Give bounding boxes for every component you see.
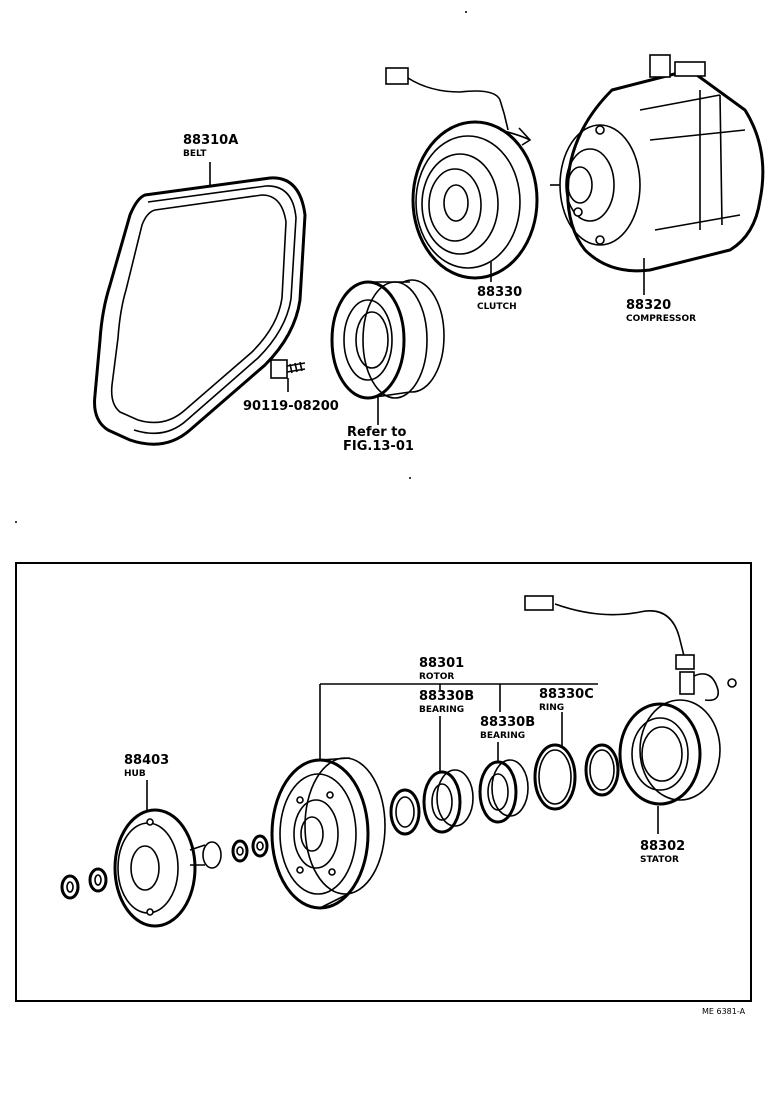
ring-part-number: 88330C (539, 687, 594, 702)
hub-drawing (113, 808, 222, 928)
pulley-reference-line2: FIG.13-01 (343, 439, 414, 454)
belt-part-name: BELT (183, 149, 207, 159)
figure-code: ME 6381-A (702, 1007, 746, 1016)
top-leader-lines (209, 162, 645, 425)
bolt-part-number: 90119-08200 (243, 399, 339, 414)
speck (15, 521, 17, 523)
bolt-drawing (270, 359, 306, 379)
pulley-reference-line1: Refer to (347, 425, 406, 440)
pulley-drawing (330, 279, 445, 400)
snap-ring-2-drawing (584, 743, 620, 797)
bearing-2-drawing (478, 759, 529, 824)
detail-box-frame (15, 562, 752, 1002)
bearing-1-part-number: 88330B (419, 689, 474, 704)
belt-part-number: 88310A (183, 133, 238, 148)
compressor-part-name: COMPRESSOR (626, 314, 696, 324)
rotor-part-number: 88301 (419, 656, 464, 671)
bottom-leader-lines (146, 683, 659, 834)
rotor-drawing (270, 757, 386, 910)
rotor-part-name: ROTOR (419, 672, 454, 682)
bearing-1-drawing (422, 769, 474, 834)
hub-part-name: HUB (124, 769, 146, 779)
compressor-drawing (550, 54, 765, 273)
clutch-part-name: CLUTCH (477, 302, 517, 312)
clutch-drawing (385, 67, 539, 280)
hub-part-number: 88403 (124, 753, 169, 768)
stator-part-number: 88302 (640, 839, 685, 854)
stator-drawing (524, 595, 737, 806)
belt-drawing (93, 176, 307, 446)
bearing-1-part-name: BEARING (419, 705, 464, 715)
ring-part-name: RING (539, 703, 564, 713)
stator-part-name: STATOR (640, 855, 679, 865)
ring-drawing (533, 743, 577, 811)
bearing-2-part-number: 88330B (480, 715, 535, 730)
bearing-2-part-name: BEARING (480, 731, 525, 741)
snap-ring-drawing (389, 788, 421, 836)
clutch-part-number: 88330 (477, 285, 522, 300)
compressor-part-number: 88320 (626, 298, 671, 313)
nuts-and-washers-drawing (60, 834, 269, 900)
speck (465, 11, 467, 13)
speck (409, 477, 411, 479)
